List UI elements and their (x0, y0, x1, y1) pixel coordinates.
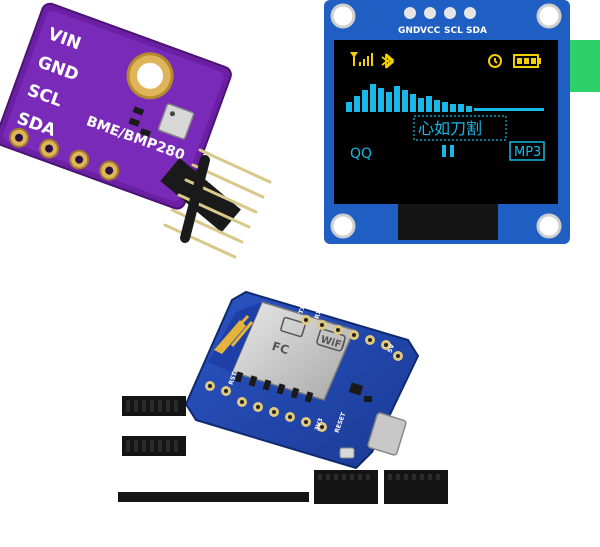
mp3-label: MP3 (514, 145, 541, 160)
oled-pin-pads (404, 7, 476, 19)
bottom-pin-pads (205, 381, 327, 432)
fcc-logo: FC (270, 339, 291, 357)
equalizer-visualizer (346, 84, 544, 112)
battery-icon (513, 54, 541, 68)
qq-label: QQ (350, 146, 372, 162)
bme280-chip (157, 103, 195, 140)
oled-display-module: GND VCC SCL SDA (324, 0, 600, 244)
bme280-sensor-board: BME/BMP280 VIN GND SCL SDA (0, 2, 232, 210)
pin-label-rst: RST (228, 370, 239, 385)
micro-usb-port (367, 412, 407, 456)
pin-label-3v3: 3V3 (314, 417, 325, 432)
pin-label-5v: 5V (387, 343, 397, 354)
bme280-solder-pads (9, 127, 120, 181)
stackable-header-a (314, 470, 378, 544)
male-header-strip-b (211, 478, 309, 532)
oled-pin-vcc: VCC (420, 26, 441, 36)
oled-pin-gnd: GND (398, 26, 420, 36)
reset-button (339, 447, 355, 459)
bme280-header-pins (160, 148, 272, 259)
esp-module-pins (234, 371, 314, 403)
alarm-icon (488, 54, 502, 68)
oled-pin-sda: SDA (466, 26, 487, 36)
song-title: 心如刀割 (418, 119, 482, 138)
stackable-header-b (384, 470, 448, 544)
d1-mini-board: WiFi FC (184, 290, 420, 470)
pause-icon (442, 145, 454, 157)
top-pin-pads (301, 315, 403, 361)
pin-label-tx: TX (298, 304, 308, 315)
female-header-8pin-b (122, 436, 186, 472)
female-header-8pin-a (122, 396, 186, 432)
oled-pin-scl: SCL (444, 26, 463, 36)
male-header-strip-a (118, 478, 216, 532)
signal-icon (350, 52, 373, 66)
pin-label-rx: RX (314, 308, 324, 319)
bluetooth-icon (381, 53, 395, 69)
